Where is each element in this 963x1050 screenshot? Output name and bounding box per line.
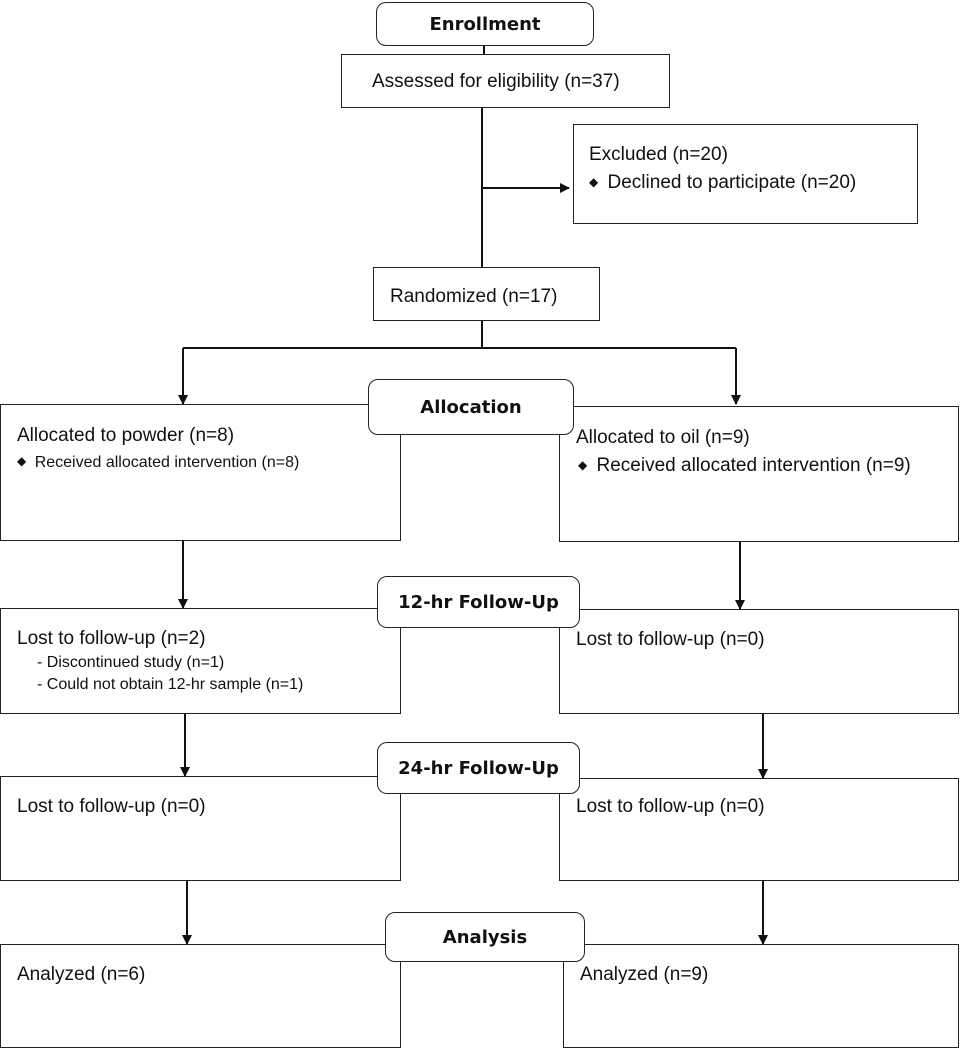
oil-analyzed-text: Analyzed (n=9) [580, 964, 709, 985]
oil-lost24-text: Lost to follow-up (n=0) [576, 796, 765, 817]
powder-received: ◆ Received allocated intervention (n=8) [17, 455, 299, 471]
excluded-reason: ◆ Declined to participate (n=20) [589, 173, 856, 192]
oil-received: ◆ Received allocated intervention (n=9) [578, 456, 911, 475]
allocation-powder-box: Allocated to powder (n=8) ◆ Received all… [0, 404, 401, 541]
bullet-diamond-icon: ◆ [589, 175, 599, 189]
oil-allocated-text: Allocated to oil (n=9) [576, 427, 750, 448]
followup12-oil-box: Lost to follow-up (n=0) [559, 609, 959, 714]
powder-allocated-text: Allocated to powder (n=8) [17, 425, 235, 446]
powder-analyzed-text: Analyzed (n=6) [17, 964, 146, 985]
stage-12hr-followup: 12-hr Follow-Up [377, 576, 580, 628]
excluded-title: Excluded (n=20) [589, 144, 728, 165]
allocation-oil-box: Allocated to oil (n=9) ◆ Received alloca… [559, 406, 959, 542]
stage-enrollment: Enrollment [376, 2, 594, 46]
oil-lost12-text: Lost to follow-up (n=0) [576, 629, 765, 650]
stage-analysis: Analysis [385, 912, 585, 962]
analysis-oil-box: Analyzed (n=9) [563, 944, 959, 1048]
bullet-diamond-icon: ◆ [17, 454, 27, 468]
stage-24hr-followup: 24-hr Follow-Up [377, 742, 580, 794]
powder-lost12-text: Lost to follow-up (n=2) [17, 628, 206, 649]
randomized-box: Randomized (n=17) [373, 267, 600, 321]
stage-allocation: Allocation [368, 379, 574, 435]
followup24-oil-box: Lost to follow-up (n=0) [559, 778, 959, 881]
assessed-box: Assessed for eligibility (n=37) [341, 54, 670, 108]
powder-lost12-reason: - Could not obtain 12-hr sample (n=1) [37, 676, 304, 693]
excluded-box: Excluded (n=20) ◆ Declined to participat… [573, 124, 918, 224]
followup12-powder-box: Lost to follow-up (n=2) - Discontinued s… [0, 608, 401, 714]
analysis-powder-box: Analyzed (n=6) [0, 944, 401, 1048]
followup24-powder-box: Lost to follow-up (n=0) [0, 776, 401, 881]
powder-received-text: Received allocated intervention (n=8) [34, 454, 300, 471]
assessed-text: Assessed for eligibility (n=37) [372, 71, 620, 92]
powder-lost24-text: Lost to follow-up (n=0) [17, 796, 206, 817]
bullet-diamond-icon: ◆ [578, 458, 588, 472]
randomized-text: Randomized (n=17) [390, 286, 558, 307]
powder-lost12-reason: - Discontinued study (n=1) [37, 654, 225, 671]
oil-received-text: Received allocated intervention (n=9) [596, 455, 911, 476]
excluded-reason-text: Declined to participate (n=20) [607, 172, 857, 193]
